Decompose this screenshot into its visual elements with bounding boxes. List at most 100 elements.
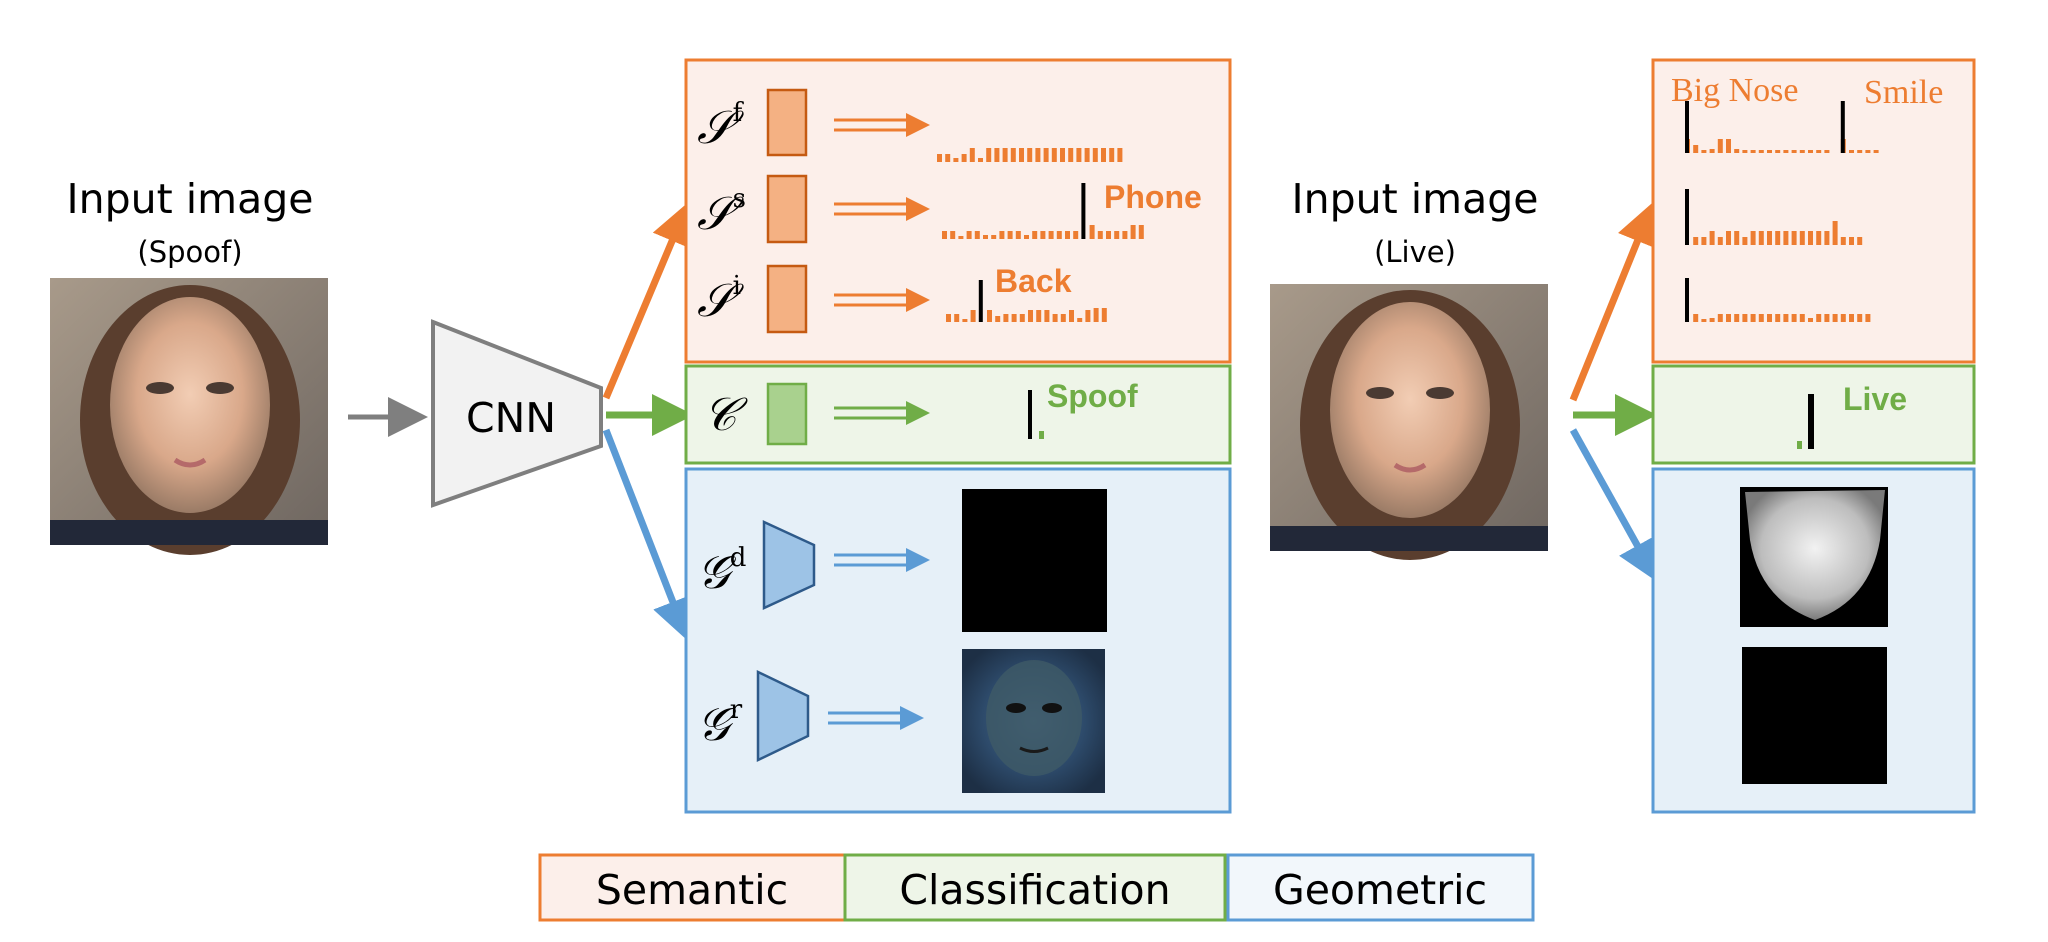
histogram-bar — [1114, 231, 1120, 239]
histogram-bar — [995, 316, 1001, 322]
right-classification-histogram — [1797, 394, 1814, 449]
histogram-bar — [1076, 148, 1082, 162]
histogram-bar — [1791, 150, 1797, 153]
histogram-bar — [1840, 314, 1846, 322]
histogram-bar — [1734, 149, 1740, 153]
histogram-bar — [1060, 148, 1065, 162]
histogram-bar — [1709, 318, 1715, 322]
histogram-bar — [1857, 314, 1863, 322]
right-geometric-arrow — [1569, 428, 1658, 583]
histogram-bar — [1832, 221, 1838, 245]
geometric-branch-arrow — [602, 428, 693, 642]
semantic-row-i: 𝒮i Back — [697, 263, 1107, 334]
histogram-bar — [1791, 314, 1797, 322]
peak-label-live: Live — [1843, 381, 1907, 417]
histogram-bar — [1717, 139, 1723, 153]
histogram-bar — [1767, 314, 1772, 322]
reflection-map-spoof — [962, 649, 1105, 793]
histogram-bar — [1799, 150, 1805, 153]
histogram-bar — [1101, 308, 1107, 322]
histogram-bar — [1750, 231, 1756, 245]
histogram-s — [942, 183, 1144, 239]
histogram-bar — [1701, 237, 1707, 245]
cnn-block — [431, 319, 603, 508]
histogram-bar — [1035, 148, 1041, 162]
histogram-bar — [1808, 231, 1813, 245]
histogram-bar — [1052, 314, 1058, 322]
histogram-bar — [1117, 148, 1123, 162]
histogram-bar — [986, 148, 992, 162]
peak-label-phone: Phone — [1104, 179, 1202, 215]
histogram-bar — [999, 231, 1005, 239]
histogram-bar — [1775, 231, 1781, 245]
histogram-bar — [1011, 314, 1017, 322]
histogram-bar — [1717, 314, 1723, 322]
histogram-bar — [1085, 310, 1091, 322]
histogram-bar — [1101, 148, 1106, 162]
histogram-bar — [1734, 231, 1740, 245]
reflection-map-live — [1742, 647, 1887, 784]
histogram-bar — [1849, 237, 1854, 245]
histogram-bar — [961, 154, 967, 162]
right-histogram-1 — [1685, 101, 1879, 153]
geometric-panel — [684, 467, 1232, 814]
histogram-bar — [1109, 148, 1115, 162]
histogram-bar — [987, 310, 992, 322]
histogram-bar — [1093, 308, 1099, 322]
histogram-bar — [1857, 150, 1863, 153]
histogram-bar — [1709, 231, 1715, 245]
histogram-bar — [1028, 310, 1033, 322]
legend: Semantic Classification Geometric — [538, 853, 1535, 922]
histogram-bar — [1758, 150, 1764, 153]
histogram-bar — [1750, 314, 1756, 322]
histogram-bar — [1750, 150, 1756, 153]
histogram-peak — [1840, 101, 1845, 153]
histogram-peak — [1685, 101, 1689, 153]
histogram-bar — [1065, 231, 1070, 239]
histogram-bar — [1084, 148, 1090, 162]
histogram-bar — [983, 235, 988, 239]
histogram-peak — [1685, 189, 1689, 245]
histogram-bar — [1799, 314, 1805, 322]
histogram-bar — [1742, 314, 1748, 322]
histogram-bar — [1865, 314, 1871, 322]
histogram-bar — [1032, 231, 1038, 239]
histogram-bar — [1849, 150, 1854, 153]
histogram-bar — [1742, 237, 1748, 245]
histogram-bar — [950, 231, 956, 239]
histogram-bar — [1040, 231, 1046, 239]
histogram-bar — [1717, 237, 1723, 245]
histogram-bar — [1003, 314, 1009, 322]
legend-classification-box — [843, 853, 1227, 922]
feature-block-c — [766, 382, 808, 446]
histogram-bar — [1849, 314, 1854, 322]
decoder-block-d — [762, 520, 816, 610]
legend-semantic-label: Semantic — [596, 866, 788, 914]
double-arrow-i — [834, 288, 930, 312]
right-histogram-3 — [1685, 278, 1871, 322]
histogram-bar — [1015, 231, 1021, 239]
histogram-bar — [1816, 150, 1822, 153]
histogram-bar — [1092, 148, 1098, 162]
histogram-bar — [1742, 150, 1748, 153]
histogram-bar — [958, 236, 964, 239]
histogram-bar — [954, 314, 960, 322]
histogram-bar — [1816, 231, 1822, 245]
histogram-bar — [970, 310, 976, 322]
histogram-bar — [966, 231, 972, 239]
semantic-branch-arrow — [602, 202, 692, 400]
right-semantic-panel — [1651, 58, 1976, 364]
histogram-bar — [994, 148, 1000, 162]
histogram-bar — [962, 319, 968, 322]
histogram-bar — [1089, 225, 1095, 239]
histogram-bar — [1767, 150, 1772, 153]
histogram-bar — [1027, 148, 1033, 162]
histogram-bar — [945, 154, 951, 162]
label-big-nose: Big Nose — [1671, 72, 1799, 109]
histogram-bar — [1106, 231, 1111, 239]
feature-block-f — [766, 88, 808, 157]
histogram-bar — [1758, 231, 1764, 245]
peak-label-spoof: Spoof — [1047, 378, 1138, 414]
histogram-bar — [1783, 314, 1789, 322]
double-arrow-c — [834, 401, 930, 425]
